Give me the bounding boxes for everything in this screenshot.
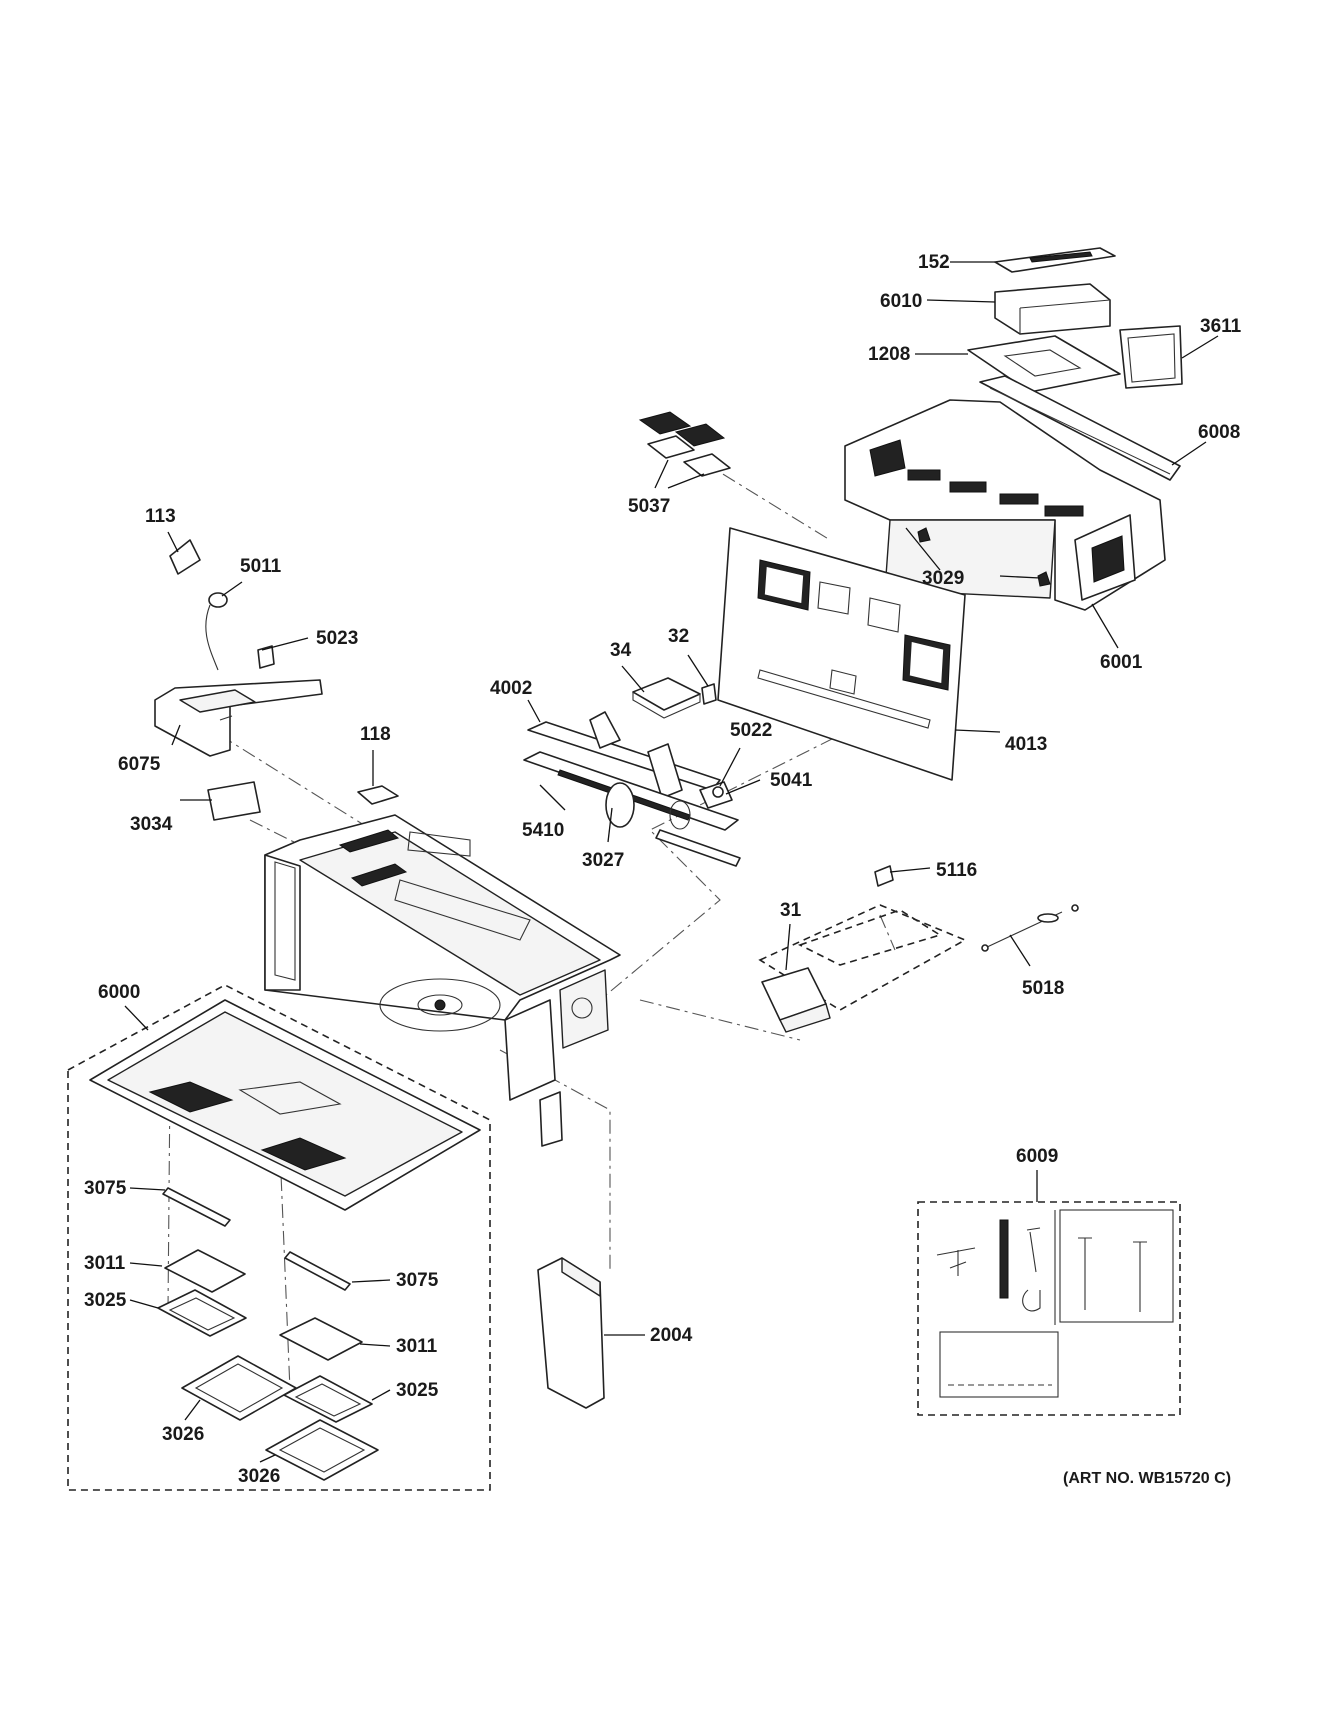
callout-4013: 4013: [1005, 734, 1047, 755]
part-3034-cover-plate: [207, 781, 261, 821]
part-3611-filter-frame: [1119, 325, 1183, 389]
callout-3029: 3029: [922, 568, 964, 589]
callout-118: 118: [360, 724, 391, 745]
callout-3025-right: 3025: [396, 1380, 439, 1401]
main-cavity-body: [264, 814, 621, 1147]
callout-6000: 6000: [98, 982, 140, 1003]
part-5011-wire-harness: [205, 592, 228, 671]
part-3027-blower-motor: [605, 782, 691, 830]
callout-6009: 6009: [1016, 1146, 1058, 1167]
callout-6075: 6075: [118, 754, 161, 775]
part-5018-cord: [981, 904, 1079, 952]
callout-5023: 5023: [316, 628, 358, 649]
part-3025-frame-right: [283, 1375, 373, 1423]
art-number: (ART NO. WB15720 C): [1063, 1470, 1231, 1487]
part-2004-choke-panel: [537, 1257, 605, 1409]
callout-3011-right: 3011: [396, 1336, 438, 1357]
leader-lines: [124, 261, 1219, 1463]
part-5023-sensor: [257, 645, 275, 669]
part-4013-back-panel: [717, 527, 966, 781]
callout-3026-left: 3026: [162, 1424, 204, 1445]
callout-3611: 3611: [1200, 316, 1242, 337]
callout-3025-left: 3025: [84, 1290, 127, 1311]
callout-3075-left: 3075: [84, 1178, 127, 1199]
callout-31: 31: [780, 900, 802, 921]
callout-3011-left: 3011: [84, 1253, 126, 1274]
callout-3027: 3027: [582, 850, 624, 871]
part-5037-grease-filters: [638, 411, 731, 477]
callout-2004: 2004: [650, 1325, 693, 1346]
callout-5018: 5018: [1022, 978, 1064, 999]
callout-6001: 6001: [1100, 652, 1143, 673]
callout-6010: 6010: [880, 291, 922, 312]
part-3026-glass-left: [181, 1355, 297, 1421]
callout-34: 34: [610, 640, 632, 661]
part-3011-window-right: [279, 1317, 363, 1361]
callout-3075-right: 3075: [396, 1270, 439, 1291]
callout-5410: 5410: [522, 820, 564, 841]
part-5022-5041-switch-assembly: [699, 781, 733, 809]
callout-5022: 5022: [730, 720, 772, 741]
callout-3034: 3034: [130, 814, 173, 835]
part-3026-glass-right: [265, 1419, 379, 1481]
part-32-thermostat: [701, 683, 717, 705]
callout-6008: 6008: [1198, 422, 1240, 443]
callout-5037: 5037: [628, 496, 670, 517]
part-4002-duct: [527, 711, 721, 799]
callout-32: 32: [668, 626, 689, 647]
callout-5011: 5011: [240, 556, 282, 577]
part-3075-hinge-left: [162, 1187, 231, 1227]
callout-152: 152: [918, 252, 950, 273]
part-6009-hardware-kit-box: [917, 1201, 1181, 1416]
part-113-thermal-fuse: [169, 539, 201, 575]
part-118-label: [357, 785, 399, 805]
part-6001-outer-case: [844, 399, 1166, 611]
part-3075-hinge-right: [284, 1251, 351, 1291]
part-6010-damper-housing: [994, 283, 1111, 335]
part-31-control-panel: [761, 967, 831, 1033]
part-34-bracket: [632, 677, 701, 719]
callout-labels: 152 6010 3611 1208 6008 5037 113 5011 30…: [84, 252, 1242, 1487]
part-152-vent-grille: [994, 247, 1116, 273]
part-3025-frame-left: [157, 1289, 247, 1337]
callout-4002: 4002: [490, 678, 532, 699]
callout-1208: 1208: [868, 344, 910, 365]
part-6000-door-assembly-box: [67, 984, 491, 1491]
part-6000-door-frame: [89, 999, 481, 1211]
part-5116-bracket: [874, 865, 894, 887]
callout-5116: 5116: [936, 860, 977, 881]
part-3011-window-left: [164, 1249, 246, 1293]
part-6075-control-bracket: [154, 679, 323, 757]
callout-3026-right: 3026: [238, 1466, 280, 1487]
toggle-bolt: [936, 1247, 976, 1276]
part-6008-top-cover: [979, 375, 1181, 481]
wood-screw: [1026, 1227, 1041, 1273]
callout-113: 113: [145, 506, 176, 527]
callout-5041: 5041: [770, 770, 813, 791]
